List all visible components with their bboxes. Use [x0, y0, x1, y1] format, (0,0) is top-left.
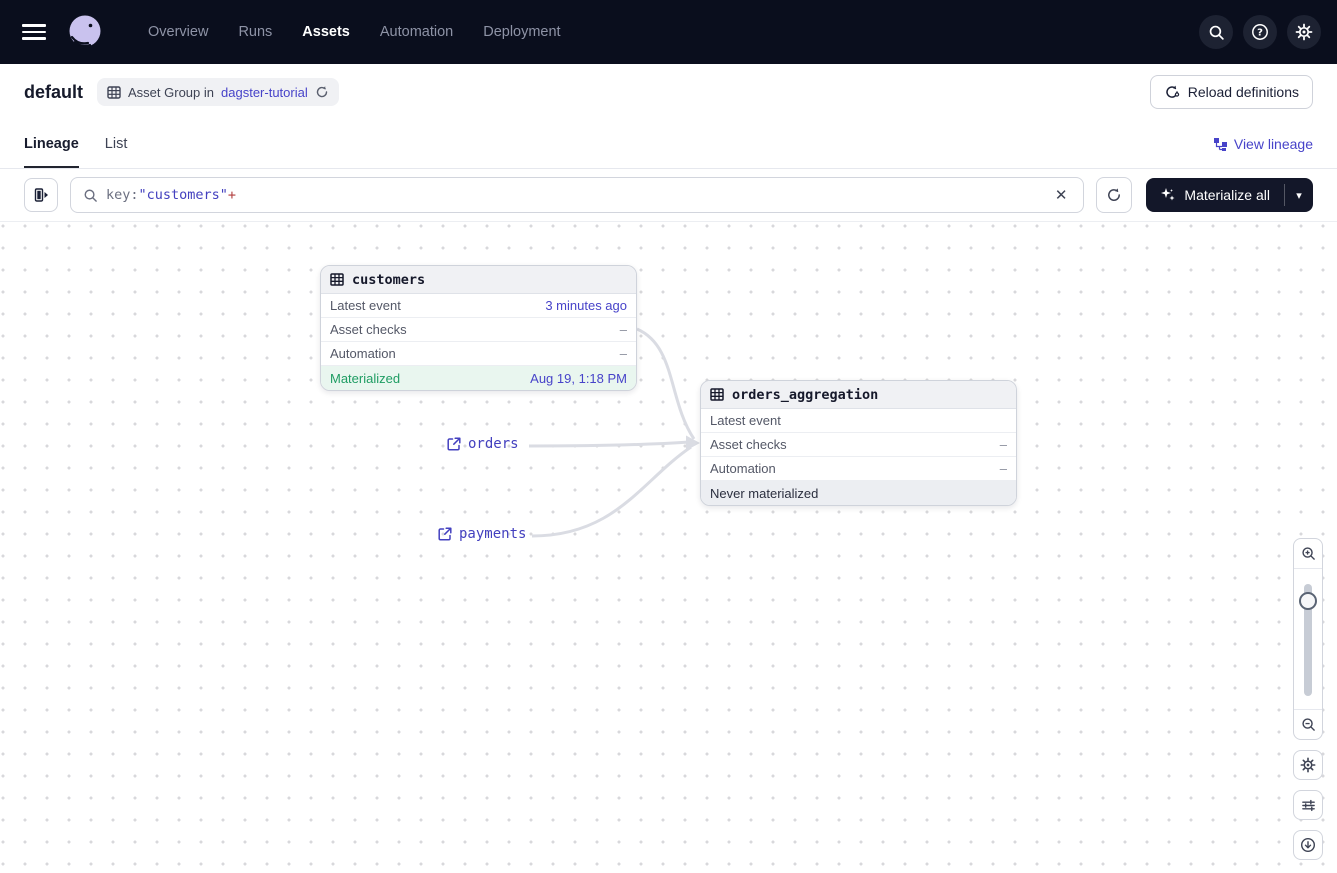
tabs-bar: Lineage List View lineage — [0, 120, 1337, 169]
gear-icon — [1300, 757, 1316, 773]
external-asset-orders[interactable]: orders — [447, 436, 519, 452]
settings-button[interactable] — [1287, 15, 1321, 49]
status-badge: Materialized — [330, 370, 401, 386]
sync-icon[interactable] — [315, 85, 329, 99]
page-header: default Asset Group in dagster-tutorial … — [0, 64, 1337, 120]
search-icon — [84, 189, 97, 202]
zoom-out-icon — [1301, 718, 1315, 731]
help-button[interactable]: ? — [1243, 15, 1277, 49]
top-navbar: Overview Runs Assets Automation Deployme… — [0, 0, 1337, 64]
node-status-row: Materialized Aug 19, 1:18 PM — [321, 366, 636, 390]
latest-event-link[interactable]: 3 minutes ago — [545, 298, 627, 313]
external-asset-label: orders — [468, 436, 519, 452]
materialize-all-button[interactable]: Materialize all — [1146, 178, 1284, 212]
node-row-asset-checks: Asset checks – — [321, 318, 636, 342]
search-query: key:"customers"+ — [106, 187, 237, 203]
node-row-automation: Automation – — [321, 342, 636, 366]
svg-text:?: ? — [1257, 28, 1263, 39]
zoom-slider-handle[interactable] — [1299, 592, 1317, 610]
node-status-row: Never materialized — [701, 481, 1016, 505]
asset-node-customers[interactable]: customers Latest event 3 minutes ago Ass… — [320, 265, 637, 391]
node-row-asset-checks: Asset checks – — [701, 433, 1016, 457]
external-link-icon — [447, 437, 461, 451]
lineage-canvas[interactable]: customers Latest event 3 minutes ago Ass… — [0, 222, 1337, 873]
sparkles-icon — [1161, 188, 1175, 201]
asset-name: orders_aggregation — [732, 386, 879, 403]
nav-item-runs[interactable]: Runs — [238, 24, 273, 40]
table-icon — [710, 388, 724, 401]
nav-item-assets[interactable]: Assets — [302, 24, 350, 40]
search-button[interactable] — [1199, 15, 1233, 49]
gear-icon — [1295, 23, 1313, 41]
clear-search-button[interactable]: ✕ — [1054, 187, 1068, 204]
status-badge: Never materialized — [710, 485, 819, 501]
nav-item-deployment[interactable]: Deployment — [483, 24, 561, 40]
refresh-graph-button[interactable] — [1096, 177, 1133, 213]
zoom-slider-track[interactable] — [1304, 584, 1312, 696]
materialize-split-button: Materialize all ▾ — [1146, 178, 1313, 212]
refresh-icon — [1108, 188, 1121, 201]
panel-expand-icon — [34, 188, 48, 202]
external-asset-label: payments — [459, 526, 527, 542]
zoom-out-button[interactable] — [1294, 709, 1322, 739]
asset-group-tag: Asset Group in dagster-tutorial — [97, 78, 339, 106]
reload-definitions-label: Reload definitions — [1187, 84, 1299, 100]
search-icon — [1209, 25, 1224, 40]
hamburger-menu-icon[interactable] — [22, 20, 46, 44]
external-asset-payments[interactable]: payments — [438, 526, 526, 542]
nav-item-overview[interactable]: Overview — [148, 24, 209, 40]
asset-search-input[interactable]: key:"customers"+ ✕ — [70, 177, 1085, 213]
asset-node-header: orders_aggregation — [701, 381, 1016, 409]
arrow-down-circle-icon — [1300, 837, 1316, 853]
materialize-all-label: Materialize all — [1184, 187, 1270, 203]
page-title: default — [24, 81, 84, 102]
view-lineage-link[interactable]: View lineage — [1213, 120, 1313, 168]
button-divider — [1284, 184, 1285, 206]
nav-item-automation[interactable]: Automation — [379, 24, 454, 40]
reload-icon — [1165, 85, 1179, 98]
caret-down-icon: ▾ — [1296, 189, 1302, 202]
graph-settings-button[interactable] — [1293, 750, 1323, 780]
tab-list[interactable]: List — [104, 136, 128, 152]
node-row-latest-event: Latest event — [701, 409, 1016, 433]
table-icon — [330, 273, 344, 286]
node-row-latest-event: Latest event 3 minutes ago — [321, 294, 636, 318]
reload-definitions-button[interactable]: Reload definitions — [1149, 75, 1313, 109]
sliders-icon — [1301, 799, 1315, 811]
lineage-toolbar: key:"customers"+ ✕ Materialize all ▾ — [0, 169, 1337, 222]
zoom-controls — [1293, 538, 1323, 740]
zoom-in-button[interactable] — [1294, 539, 1322, 569]
lineage-edges — [528, 327, 700, 538]
expand-sidebar-button[interactable] — [24, 178, 58, 212]
node-row-automation: Automation – — [701, 457, 1016, 481]
graph-filters-button[interactable] — [1293, 790, 1323, 820]
zoom-in-icon — [1301, 547, 1315, 560]
materialization-timestamp[interactable]: Aug 19, 1:18 PM — [530, 370, 627, 386]
view-lineage-label: View lineage — [1233, 136, 1313, 152]
asset-node-header: customers — [321, 266, 636, 294]
external-link-icon — [438, 527, 452, 541]
asset-name: customers — [352, 271, 426, 288]
code-location-link[interactable]: dagster-tutorial — [221, 84, 308, 100]
help-icon: ? — [1252, 24, 1268, 40]
table-icon — [107, 85, 121, 99]
main-nav: Overview Runs Assets Automation Deployme… — [148, 24, 561, 40]
materialize-dropdown-button[interactable]: ▾ — [1285, 178, 1313, 212]
lineage-graph-icon — [1213, 137, 1227, 151]
asset-node-orders-aggregation[interactable]: orders_aggregation Latest event Asset ch… — [700, 380, 1017, 506]
recenter-button[interactable] — [1293, 830, 1323, 860]
tab-lineage[interactable]: Lineage — [24, 120, 79, 168]
dagster-logo[interactable] — [66, 13, 104, 51]
asset-group-label: Asset Group in — [128, 84, 215, 100]
